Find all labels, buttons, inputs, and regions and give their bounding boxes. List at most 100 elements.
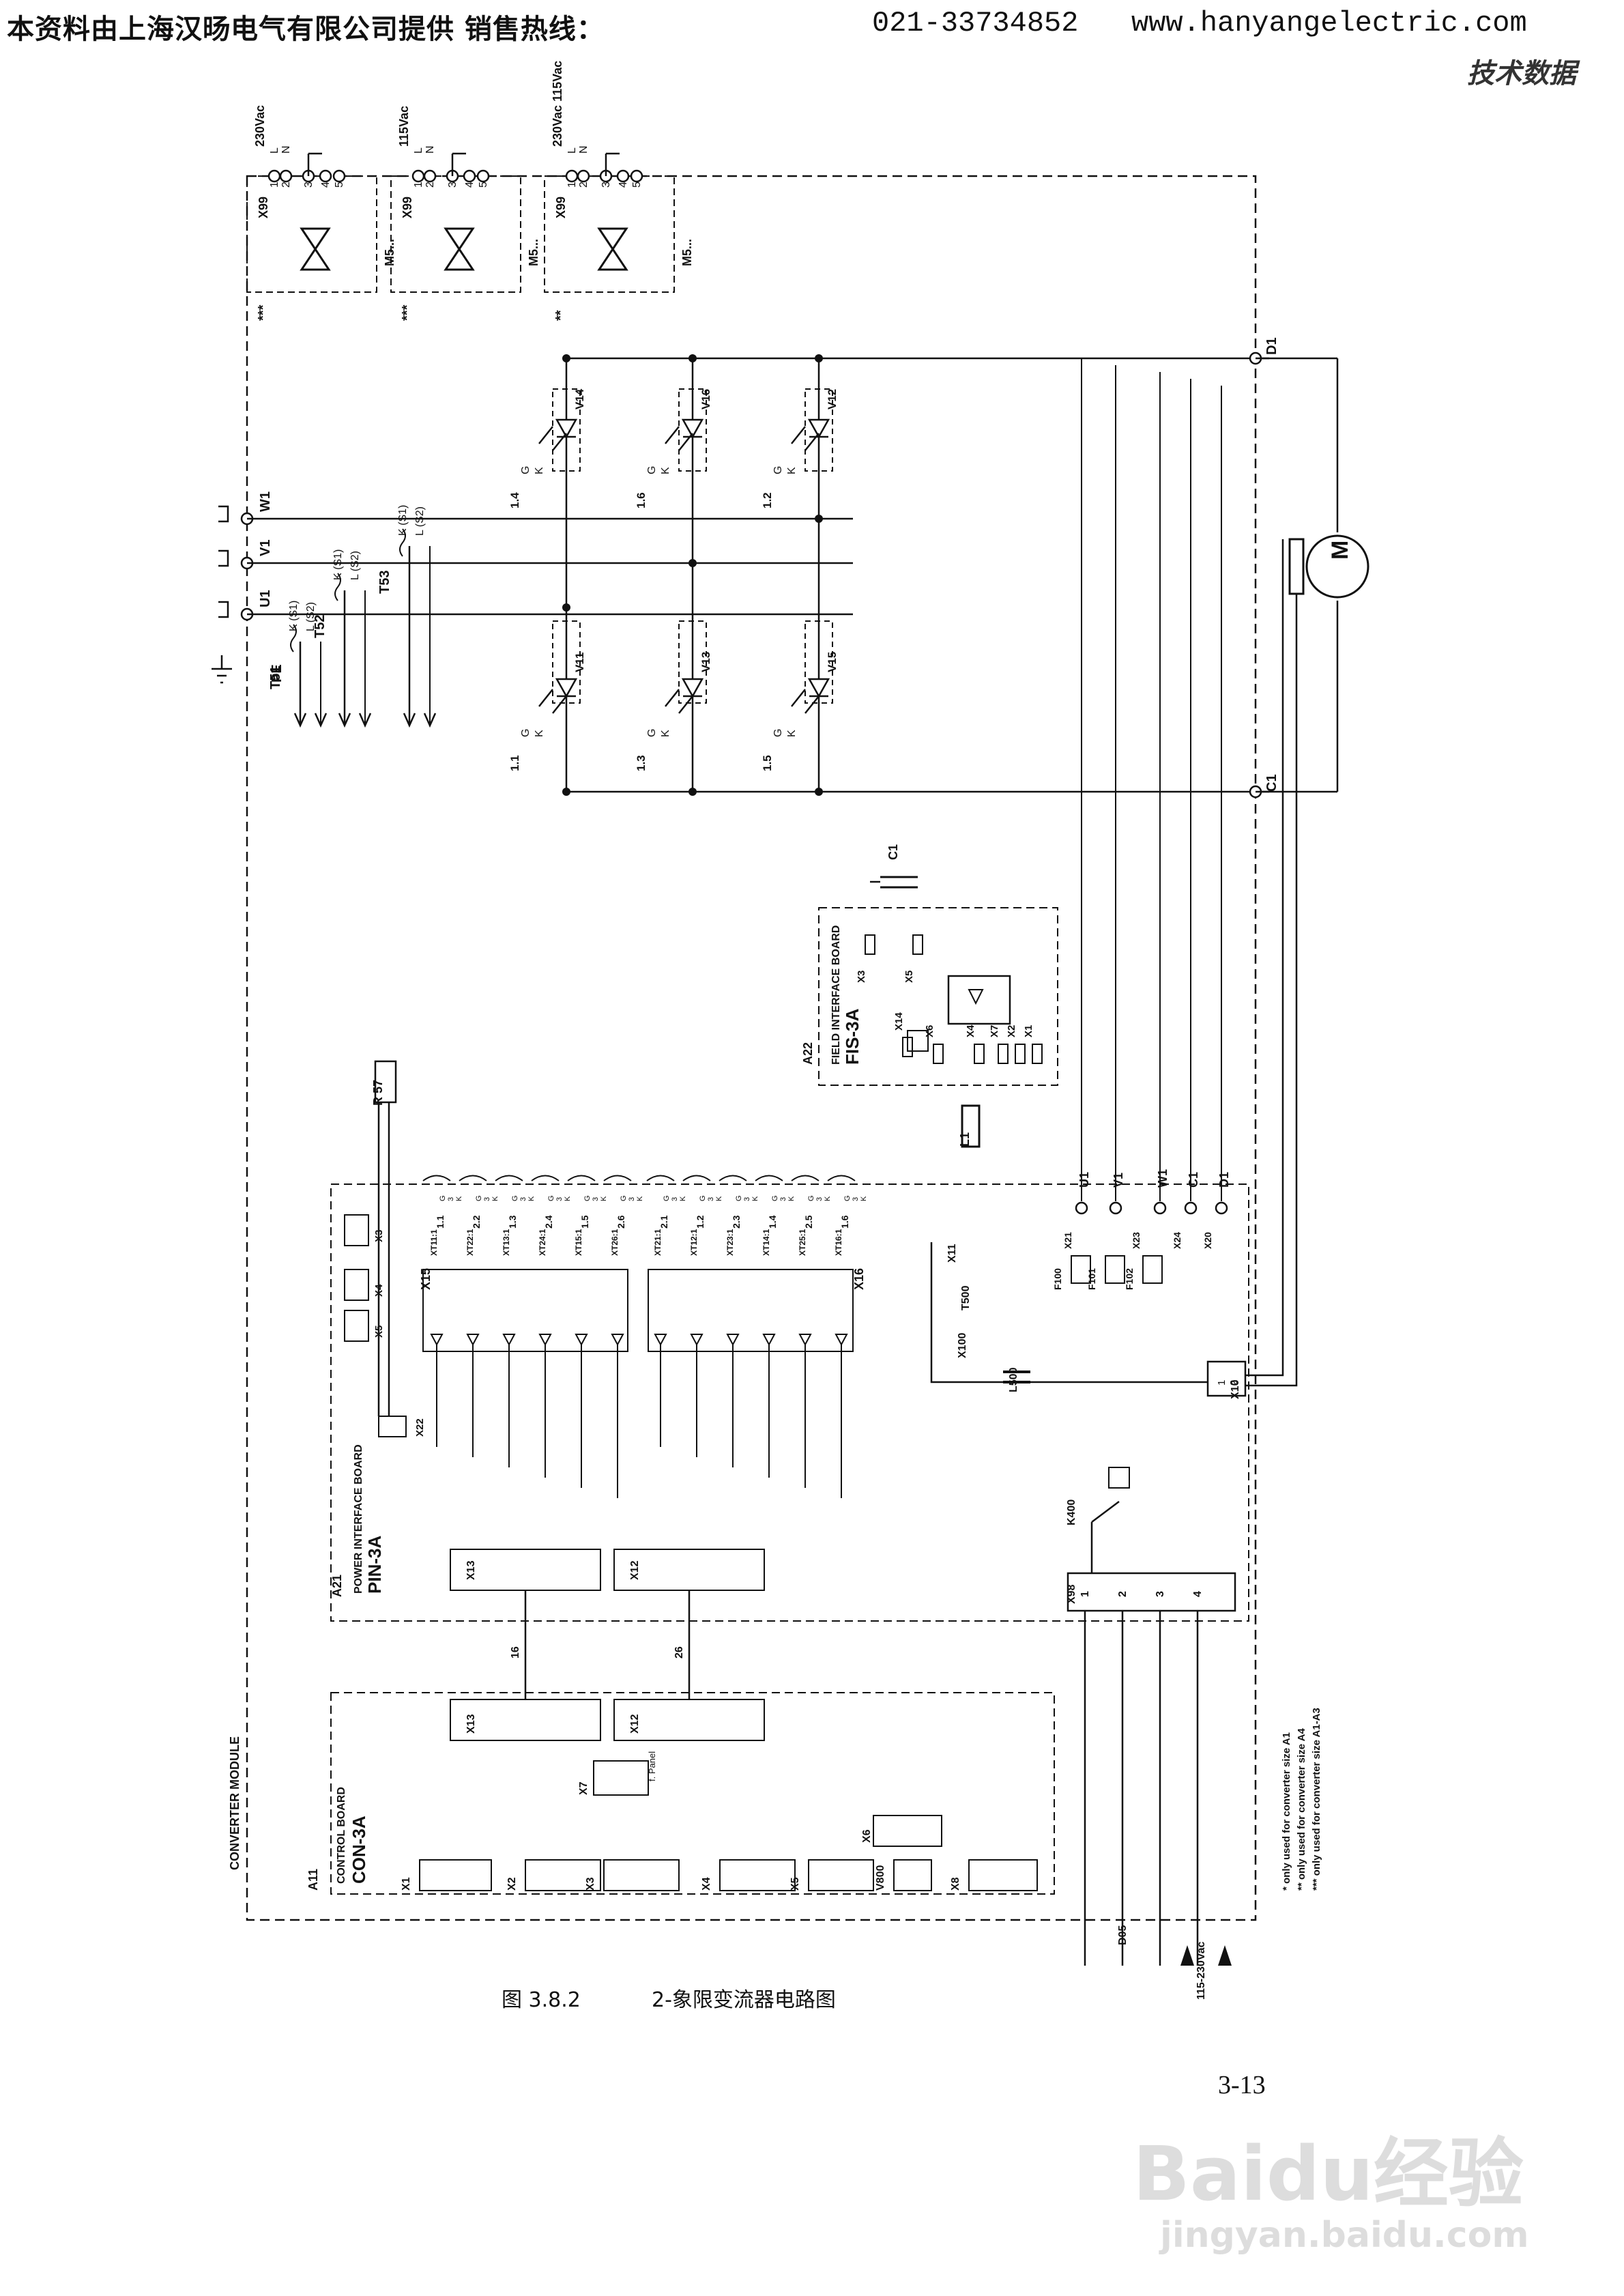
con-x6-connector bbox=[873, 1815, 942, 1847]
right-terminal bbox=[1109, 1201, 1122, 1215]
pulse-connector-id: XT14:1 bbox=[762, 1229, 771, 1256]
fis-pin bbox=[974, 1044, 985, 1064]
motor-field-wire bbox=[1245, 594, 1298, 1387]
page-number: 3-13 bbox=[1218, 2071, 1266, 2099]
con-connector-label: X2 bbox=[506, 1877, 518, 1891]
fis-pin bbox=[912, 934, 923, 955]
fis-pin-label: X4 bbox=[965, 1024, 976, 1037]
pulse-pin-label: 3 bbox=[628, 1197, 636, 1201]
pulse-connector-x16 bbox=[648, 1269, 854, 1352]
pin-x13-label: X13 bbox=[465, 1560, 477, 1580]
pulse-pin-label: K bbox=[715, 1196, 723, 1201]
fan-label: X99 bbox=[401, 197, 414, 218]
pulse-connector-id: XT11:1 bbox=[429, 1229, 439, 1256]
con-connector-label: V800 bbox=[875, 1865, 886, 1891]
pulse-pin-label: K bbox=[491, 1196, 499, 1201]
x99-n-label: N bbox=[424, 145, 436, 154]
con-connector bbox=[719, 1859, 796, 1891]
con-connector-label: X3 bbox=[585, 1877, 596, 1891]
motor-label: M bbox=[1327, 541, 1353, 560]
thyristor-label-bottom: V15 bbox=[826, 652, 839, 672]
pulse-pin-label: 3 bbox=[483, 1197, 491, 1201]
pulse-pin-label: 3 bbox=[743, 1197, 751, 1201]
fis-choke bbox=[961, 1104, 981, 1148]
ct-arrow-icon bbox=[293, 713, 328, 728]
supply-arrow-up bbox=[1180, 1945, 1194, 1966]
pulse-channel-label: 1.6 bbox=[839, 1215, 850, 1229]
gate-k-label: K bbox=[660, 730, 671, 737]
con-connector bbox=[603, 1859, 680, 1891]
fis-pin bbox=[1015, 1044, 1026, 1064]
x99-n-label: N bbox=[280, 145, 292, 154]
pulse-pin-label: K bbox=[679, 1196, 687, 1201]
fis-pin-label: X1 bbox=[1023, 1025, 1034, 1037]
con-board-name: CONTROL BOARD bbox=[336, 1787, 347, 1884]
pulse-pin-label: K bbox=[527, 1196, 536, 1201]
ct-coil bbox=[334, 573, 341, 601]
size-note: * only used for converter size A1 bbox=[1281, 1732, 1292, 1891]
fan-motor-label: M5... bbox=[680, 239, 694, 266]
x99-terminal-ring bbox=[279, 169, 293, 183]
fan-supply-label: 230Vac 115Vac bbox=[551, 61, 564, 147]
fan-supply-label: 230Vac bbox=[253, 105, 267, 147]
fan-valve-icon bbox=[597, 227, 628, 271]
pulse-connector-id: XT26:1 bbox=[610, 1229, 620, 1256]
misc-component-label: K400 bbox=[1066, 1499, 1077, 1525]
x99-terminal: 3 bbox=[303, 182, 315, 188]
thyristor-icon bbox=[807, 418, 830, 439]
pulse-connector-id: XT25:1 bbox=[798, 1229, 807, 1256]
ct-coil bbox=[399, 528, 406, 557]
website-link[interactable]: www.hanyangelectric.com bbox=[1131, 7, 1527, 40]
pulse-diode-icon bbox=[835, 1334, 848, 1347]
power-interface-board-outline bbox=[330, 1183, 1249, 1622]
thyristor-icon bbox=[681, 678, 704, 698]
pulse-connector-x15 bbox=[422, 1269, 628, 1352]
x99-terminal-ring bbox=[476, 169, 490, 183]
l500-wire bbox=[930, 1242, 1208, 1383]
phase-label-w1: W1 bbox=[258, 491, 273, 512]
fis-pin-label: X2 bbox=[1006, 1025, 1017, 1037]
x99-terminal: 2 bbox=[424, 182, 436, 188]
supply-arrow-up bbox=[1218, 1945, 1232, 1966]
fan-box bbox=[390, 175, 521, 293]
pulse-pin-label: K bbox=[564, 1196, 572, 1201]
right-terminal bbox=[1215, 1201, 1228, 1215]
field-winding bbox=[1288, 538, 1305, 595]
x98-pin-label: 2 bbox=[1117, 1591, 1129, 1597]
size-note: *** only used for converter size A1-A3 bbox=[1311, 1708, 1322, 1891]
gate-g-label: G bbox=[646, 466, 658, 474]
size-note: ** only used for converter size A4 bbox=[1296, 1727, 1307, 1891]
x99-terminal: 2 bbox=[280, 182, 292, 188]
fuse-icon bbox=[1142, 1255, 1163, 1284]
fis-pin bbox=[865, 934, 875, 955]
pulse-x16-label: X16 bbox=[852, 1268, 866, 1290]
pulse-pin-label: K bbox=[636, 1196, 644, 1201]
pulse-connector-id: XT24:1 bbox=[538, 1229, 547, 1256]
pulse-channel-label: 2.2 bbox=[471, 1215, 482, 1229]
fis-pin bbox=[998, 1044, 1009, 1064]
x98-pin-label: 1 bbox=[1079, 1591, 1091, 1597]
control-board-outline bbox=[330, 1692, 1055, 1895]
pulse-channel-label: 2.5 bbox=[803, 1215, 814, 1229]
gate-label-bottom: 1.3 bbox=[635, 755, 648, 771]
thyristor-icon bbox=[555, 418, 578, 439]
sales-phone: 021-33734852 bbox=[872, 7, 1079, 40]
pulse-channel-label: 1.3 bbox=[507, 1215, 518, 1229]
thyristor-label-bottom: V11 bbox=[573, 652, 586, 672]
fis-pin bbox=[1032, 1044, 1043, 1064]
right-terminal-label: C1 bbox=[1187, 1172, 1200, 1188]
pulse-diode-icon bbox=[575, 1334, 588, 1347]
x99-l-label: L bbox=[566, 147, 578, 154]
ct-label: T52 bbox=[313, 615, 328, 638]
fis-capacitor-label: C1 bbox=[886, 844, 900, 860]
x10-pin-label: 2 bbox=[1228, 1380, 1240, 1386]
x99-terminal-ring bbox=[616, 169, 630, 183]
x99-terminal-ring bbox=[577, 169, 590, 183]
pin-x12-label: X12 bbox=[629, 1560, 641, 1580]
x99-terminal: 2 bbox=[578, 182, 590, 188]
fuse-label: F101 bbox=[1086, 1268, 1097, 1290]
ribbon-16-label: 16 bbox=[510, 1646, 521, 1659]
baidu-watermark: Baidu经验 jingyan.baidu.com bbox=[1133, 2099, 1569, 2283]
fis-pin-label: X5 bbox=[903, 971, 915, 983]
